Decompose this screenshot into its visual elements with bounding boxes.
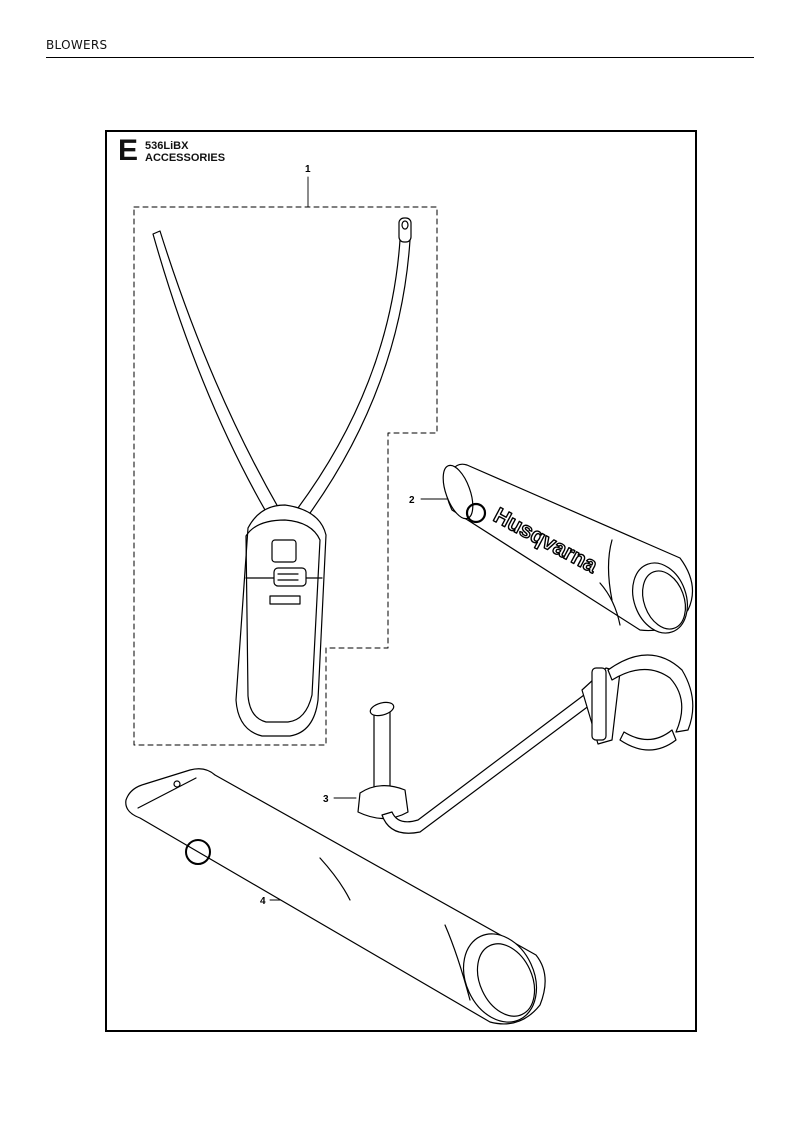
part-1-boundary	[133, 206, 438, 746]
figure-model: 536LiBX	[145, 140, 189, 152]
figure-title: ACCESSORIES	[145, 152, 226, 164]
callout-1: 1	[305, 164, 311, 175]
page-section-header: BLOWERS	[46, 38, 108, 52]
callout-3: 3	[323, 794, 329, 805]
nozzle-icon	[125, 768, 546, 1025]
header-divider	[46, 57, 754, 58]
figure-letter: E	[118, 134, 139, 167]
callout-4: 4	[260, 896, 266, 907]
harness-icon	[152, 217, 412, 737]
callout-2: 2	[409, 495, 415, 506]
auxiliary-handle-icon	[333, 654, 694, 834]
figure-frame	[105, 130, 697, 1032]
blower-tube-icon: Husqvarna	[420, 463, 694, 634]
